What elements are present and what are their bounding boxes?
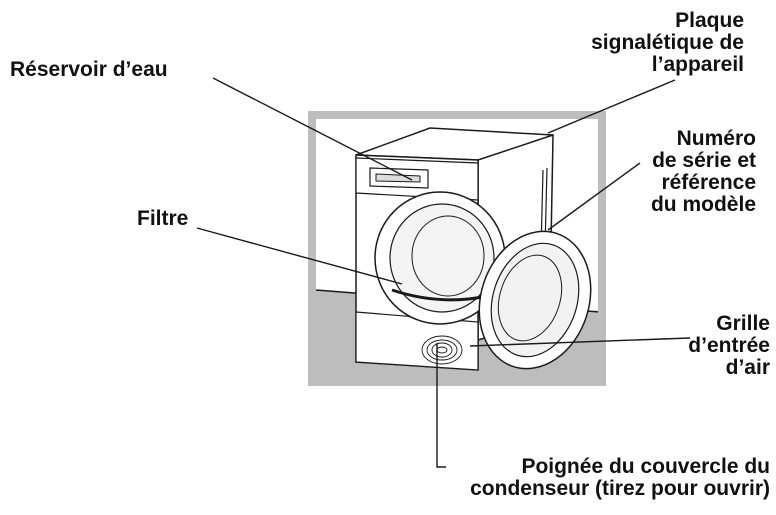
frame-border [308,111,606,386]
label-serial-number: Numéro de série et référence du modèle [651,128,756,216]
leader-filter [196,227,403,285]
air-grille-spiral [421,335,463,365]
label-air-grille-line: d’entrée [688,334,770,357]
label-serial-number-line: Numéro [676,127,756,150]
filter-lip [391,288,489,302]
label-serial-number-line: référence [661,171,756,194]
label-serial-number-line: de série et [652,149,756,172]
label-air-grille-line: d’air [725,356,770,379]
label-rating-plate: Plaque signalétique de l’appareil [591,10,744,76]
label-condenser-handle-line: condenseur (tirez pour ouvrir) [470,477,770,500]
leader-air-grille [469,337,691,347]
label-condenser-handle: Poignée du couvercle du condenseur (tire… [470,456,770,500]
label-water-tank: Réservoir d’eau [10,59,168,81]
label-rating-plate-line: signalétique de [591,31,744,54]
label-air-grille: Grille d’entrée d’air [688,313,770,379]
label-serial-number-line: du modèle [650,193,756,216]
drum-inner [411,215,485,297]
label-filter: Filtre [137,208,188,230]
label-rating-plate-line: l’appareil [651,53,744,76]
leader-rating-plate [547,79,676,134]
leader-condenser-handle [436,343,446,468]
leader-water-tank [212,77,413,181]
label-rating-plate-line: Plaque [675,9,744,32]
label-water-tank-text: Réservoir d’eau [10,58,168,81]
door-glass-inner [497,254,563,342]
drum-opening [389,203,495,313]
door-glass [490,242,580,358]
water-tank-handle [375,173,421,183]
label-condenser-handle-line: Poignée du couvercle du [521,455,770,478]
label-air-grille-line: Grille [716,312,770,335]
leader-serial-number [547,162,641,231]
label-filter-text: Filtre [137,207,189,230]
